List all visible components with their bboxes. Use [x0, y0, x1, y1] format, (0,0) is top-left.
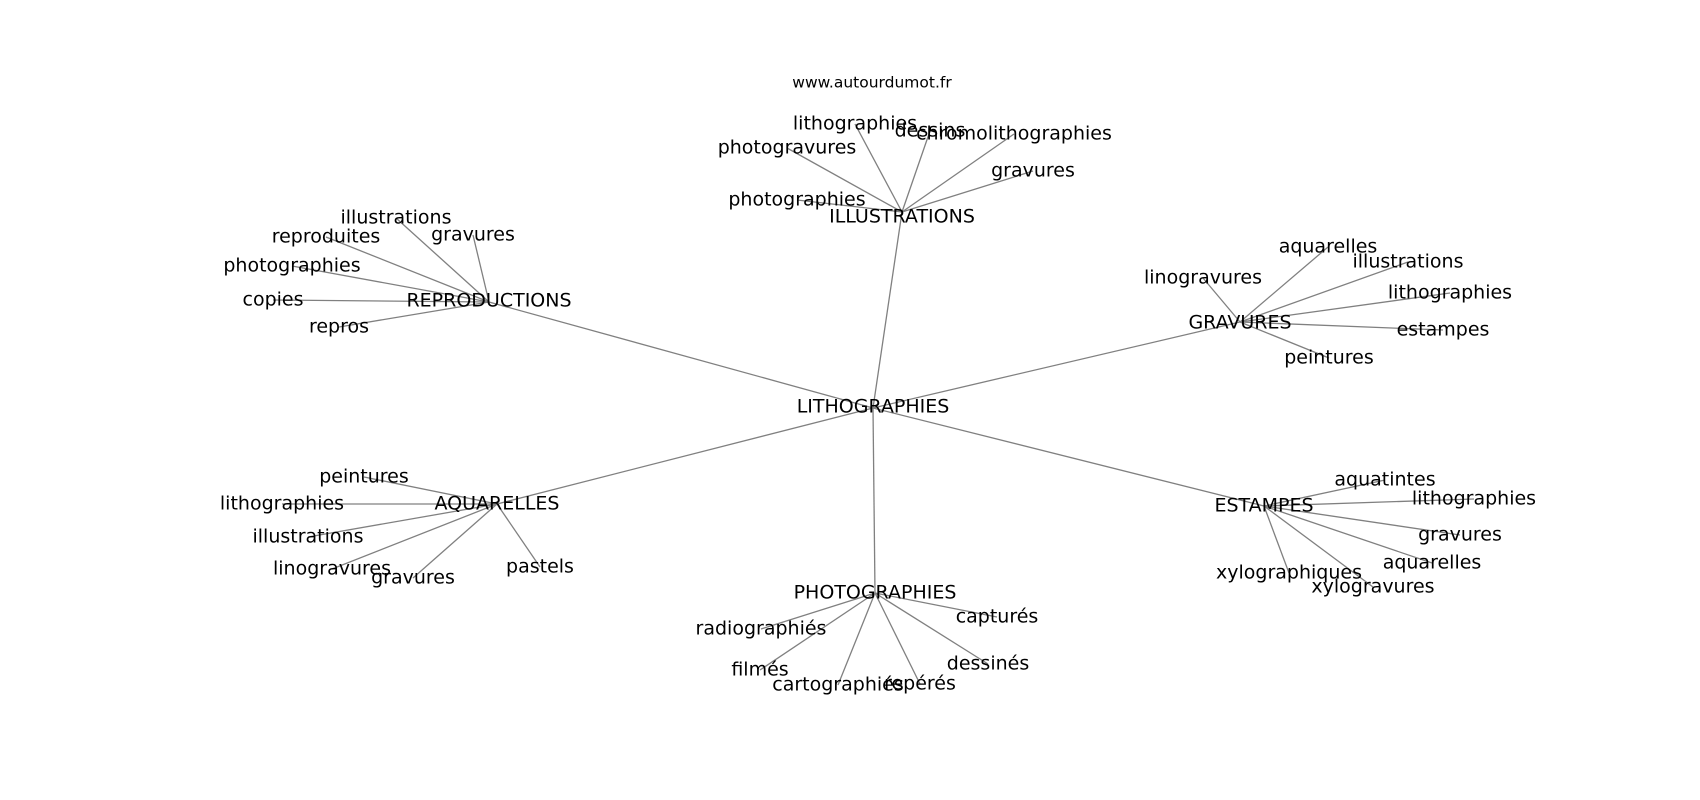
edge-photographies-radiographiés	[760, 592, 876, 630]
edge-reproductions-photographies	[291, 265, 490, 303]
edge-estampes-aquarelles	[1263, 505, 1433, 564]
leaf-node-estampes-aquarelles: aquarelles	[1383, 552, 1482, 574]
edge-aquarelles-pastels	[496, 503, 541, 568]
edge-estampes-aquatintes	[1263, 479, 1386, 507]
leaf-node-reproductions-copies: copies	[243, 289, 304, 311]
leaf-node-reproductions-gravures: gravures	[431, 224, 515, 246]
edge-reproductions-copies	[272, 299, 490, 303]
edge-gravures-estampes	[1239, 321, 1444, 331]
leaf-node-gravures-estampes: estampes	[1397, 319, 1490, 341]
edge-aquarelles-illustrations	[307, 503, 498, 538]
leaf-node-photographies-repérés: repérés	[884, 673, 956, 695]
edge-illustrations-gravures	[901, 170, 1034, 213]
edge-root-gravures	[872, 321, 1241, 409]
edge-aquarelles-gravures	[412, 503, 498, 579]
leaf-node-gravures-lithographies: lithographies	[1388, 282, 1512, 304]
leaf-node-photographies-filmés: filmés	[731, 659, 788, 681]
labels: www.autourdumot.fr LITHOGRAPHIES ILLUSTRA…	[220, 74, 1536, 696]
leaf-node-reproductions-reproduites: reproduites	[272, 226, 381, 248]
group-node-photographies: PHOTOGRAPHIES	[794, 582, 957, 604]
edge-gravures-illustrations	[1239, 261, 1409, 323]
edge-estampes-xylogravures	[1263, 505, 1374, 588]
edge-photographies-capturés	[874, 592, 998, 618]
leaf-node-reproductions-repros: repros	[309, 316, 369, 338]
leaf-node-illustrations-gravures: gravures	[991, 160, 1075, 182]
leaf-node-reproductions-illustrations: illustrations	[341, 207, 452, 229]
leaf-node-gravures-illustrations: illustrations	[1353, 251, 1464, 273]
edge-illustrations-dessins	[901, 130, 931, 213]
leaf-node-estampes-xylographiques: xylographiques	[1216, 562, 1362, 584]
source-label[interactable]: www.autourdumot.fr	[792, 74, 952, 92]
edge-root-photographies	[872, 407, 876, 594]
edge-gravures-peintures	[1239, 321, 1330, 359]
leaf-node-photographies-capturés: capturés	[956, 606, 1039, 628]
leaf-node-estampes-lithographies: lithographies	[1412, 488, 1536, 510]
edge-reproductions-illustrations	[395, 217, 490, 303]
leaf-node-gravures-peintures: peintures	[1284, 347, 1374, 369]
edges	[272, 123, 1475, 686]
edge-photographies-filmés	[759, 592, 876, 671]
edge-photographies-repérés	[874, 592, 921, 685]
leaf-node-gravures-aquarelles: aquarelles	[1279, 236, 1378, 258]
edge-root-reproductions	[488, 301, 874, 409]
edge-estampes-gravures	[1263, 505, 1461, 536]
leaf-node-illustrations-photographies: photographies	[728, 189, 865, 211]
leaf-node-aquarelles-lithographies: lithographies	[220, 493, 344, 515]
group-node-gravures: GRAVURES	[1188, 312, 1291, 334]
leaf-node-estampes-xylogravures: xylogravures	[1311, 576, 1434, 598]
leaf-node-illustrations-dessins: dessins	[895, 120, 966, 142]
group-node-reproductions: REPRODUCTIONS	[406, 290, 571, 312]
edge-reproductions-reproduites	[325, 236, 490, 303]
leaf-node-illustrations-chromolithographies: chromolithographies	[916, 123, 1112, 145]
edge-root-estampes	[872, 407, 1265, 507]
group-node-estampes: ESTAMPES	[1214, 495, 1313, 517]
leaf-node-reproductions-photographies: photographies	[223, 255, 360, 277]
leaf-node-aquarelles-gravures: gravures	[371, 567, 455, 589]
edge-estampes-lithographies	[1263, 498, 1475, 507]
leaf-node-aquarelles-peintures: peintures	[319, 466, 409, 488]
leaf-node-aquarelles-illustrations: illustrations	[253, 526, 364, 548]
edge-illustrations-photogravures	[786, 147, 903, 213]
leaf-node-photographies-dessinés: dessinés	[947, 653, 1029, 675]
leaf-node-photographies-cartographiés: cartographiés	[772, 674, 903, 696]
edge-photographies-dessinés	[874, 592, 989, 665]
edge-gravures-lithographies	[1239, 292, 1451, 323]
edge-reproductions-repros	[338, 301, 490, 328]
edge-aquarelles-peintures	[363, 476, 498, 505]
edge-estampes-xylographiques	[1263, 505, 1290, 574]
leaf-node-illustrations-photogravures: photogravures	[718, 137, 857, 159]
leaf-node-aquarelles-pastels: pastels	[506, 556, 574, 578]
leaf-node-estampes-gravures: gravures	[1418, 524, 1502, 546]
leaf-node-photographies-radiographiés: radiographiés	[696, 618, 827, 640]
edge-gravures-linogravures	[1202, 277, 1241, 323]
leaf-node-gravures-linogravures: linogravures	[1144, 267, 1262, 289]
root-node-label: LITHOGRAPHIES	[797, 396, 950, 418]
edge-illustrations-lithographies	[854, 123, 903, 213]
leaf-node-illustrations-lithographies: lithographies	[793, 113, 917, 135]
edge-gravures-aquarelles	[1239, 246, 1329, 323]
edge-illustrations-photographies	[796, 199, 903, 213]
edge-photographies-cartographiés	[837, 592, 876, 686]
group-node-illustrations: ILLUSTRATIONS	[829, 206, 975, 228]
edge-root-aquarelles	[496, 407, 874, 505]
leaf-node-aquarelles-linogravures: linogravures	[273, 558, 391, 580]
edge-reproductions-gravures	[472, 234, 490, 303]
edge-illustrations-chromolithographies	[901, 133, 1015, 213]
leaf-node-estampes-aquatintes: aquatintes	[1334, 469, 1435, 491]
group-node-aquarelles: AQUARELLES	[435, 493, 560, 515]
edge-root-illustrations	[872, 211, 903, 409]
edge-aquarelles-linogravures	[331, 503, 498, 570]
